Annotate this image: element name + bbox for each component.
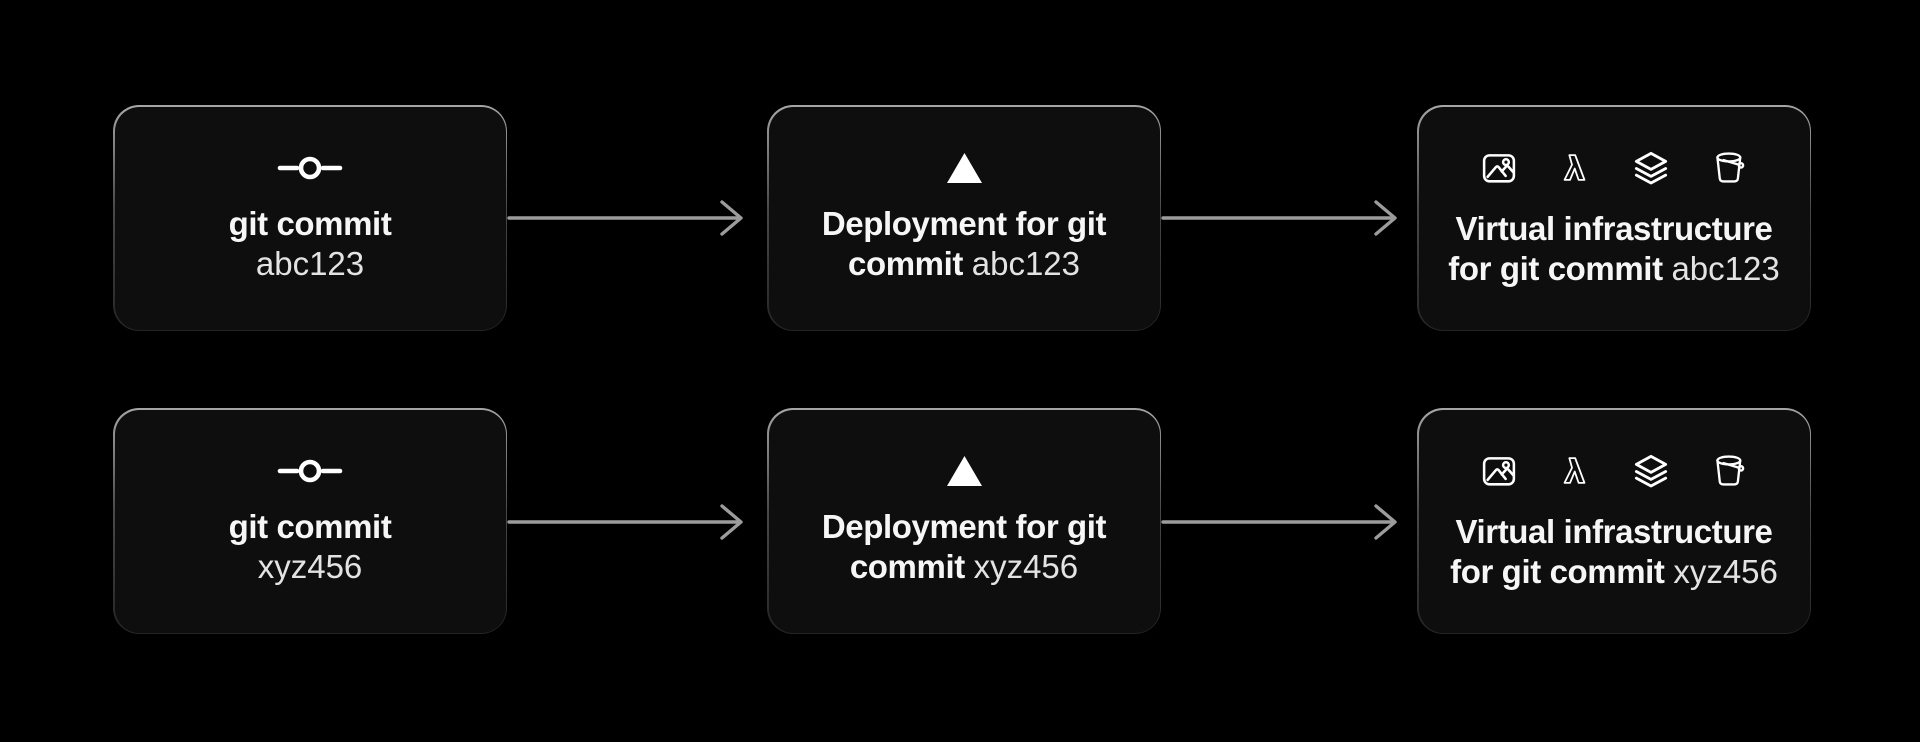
commit-hash: abc123	[971, 244, 1080, 282]
deployment-label: Deployment for git commit xyz456	[821, 507, 1107, 585]
commit-hash: xyz456	[973, 547, 1079, 585]
flow-arrow	[1161, 500, 1419, 544]
git-commit-label: git commit abc123	[228, 204, 392, 282]
flow-arrow	[507, 500, 765, 544]
layers-icon	[1631, 451, 1671, 491]
git-commit-node-2: git commit xyz456	[113, 408, 507, 634]
flow-arrow	[1161, 196, 1419, 240]
deployment-node-1: Deployment for git commit abc123	[767, 105, 1161, 331]
git-commit-icon	[277, 153, 343, 183]
infrastructure-label: Virtual infrastructure for git commit xy…	[1450, 513, 1778, 590]
vercel-triangle-icon	[946, 152, 982, 183]
layers-icon	[1631, 148, 1671, 188]
commit-hash: abc123	[1671, 250, 1780, 287]
lambda-icon	[1558, 147, 1591, 188]
image-icon	[1480, 149, 1518, 187]
infrastructure-node-2: Virtual infrastructure for git commit xy…	[1417, 408, 1811, 634]
bucket-icon	[1711, 148, 1749, 188]
git-commit-node-1: git commit abc123	[113, 105, 507, 331]
deployment-node-2: Deployment for git commit xyz456	[767, 408, 1161, 634]
bucket-icon	[1711, 451, 1749, 491]
commit-hash: abc123	[255, 244, 365, 282]
vercel-triangle-icon	[946, 455, 982, 486]
image-icon	[1480, 452, 1518, 490]
infrastructure-icons	[1480, 147, 1749, 188]
lambda-icon	[1558, 450, 1591, 491]
git-commit-label: git commit xyz456	[228, 507, 392, 585]
commit-hash: xyz456	[257, 547, 363, 585]
commit-hash: xyz456	[1673, 553, 1778, 590]
infrastructure-label: Virtual infrastructure for git commit ab…	[1448, 210, 1780, 287]
git-commit-icon	[277, 456, 343, 486]
infrastructure-node-1: Virtual infrastructure for git commit ab…	[1417, 105, 1811, 331]
deployment-label: Deployment for git commit abc123	[821, 204, 1107, 282]
infrastructure-icons	[1480, 450, 1749, 491]
flow-arrow	[507, 196, 765, 240]
